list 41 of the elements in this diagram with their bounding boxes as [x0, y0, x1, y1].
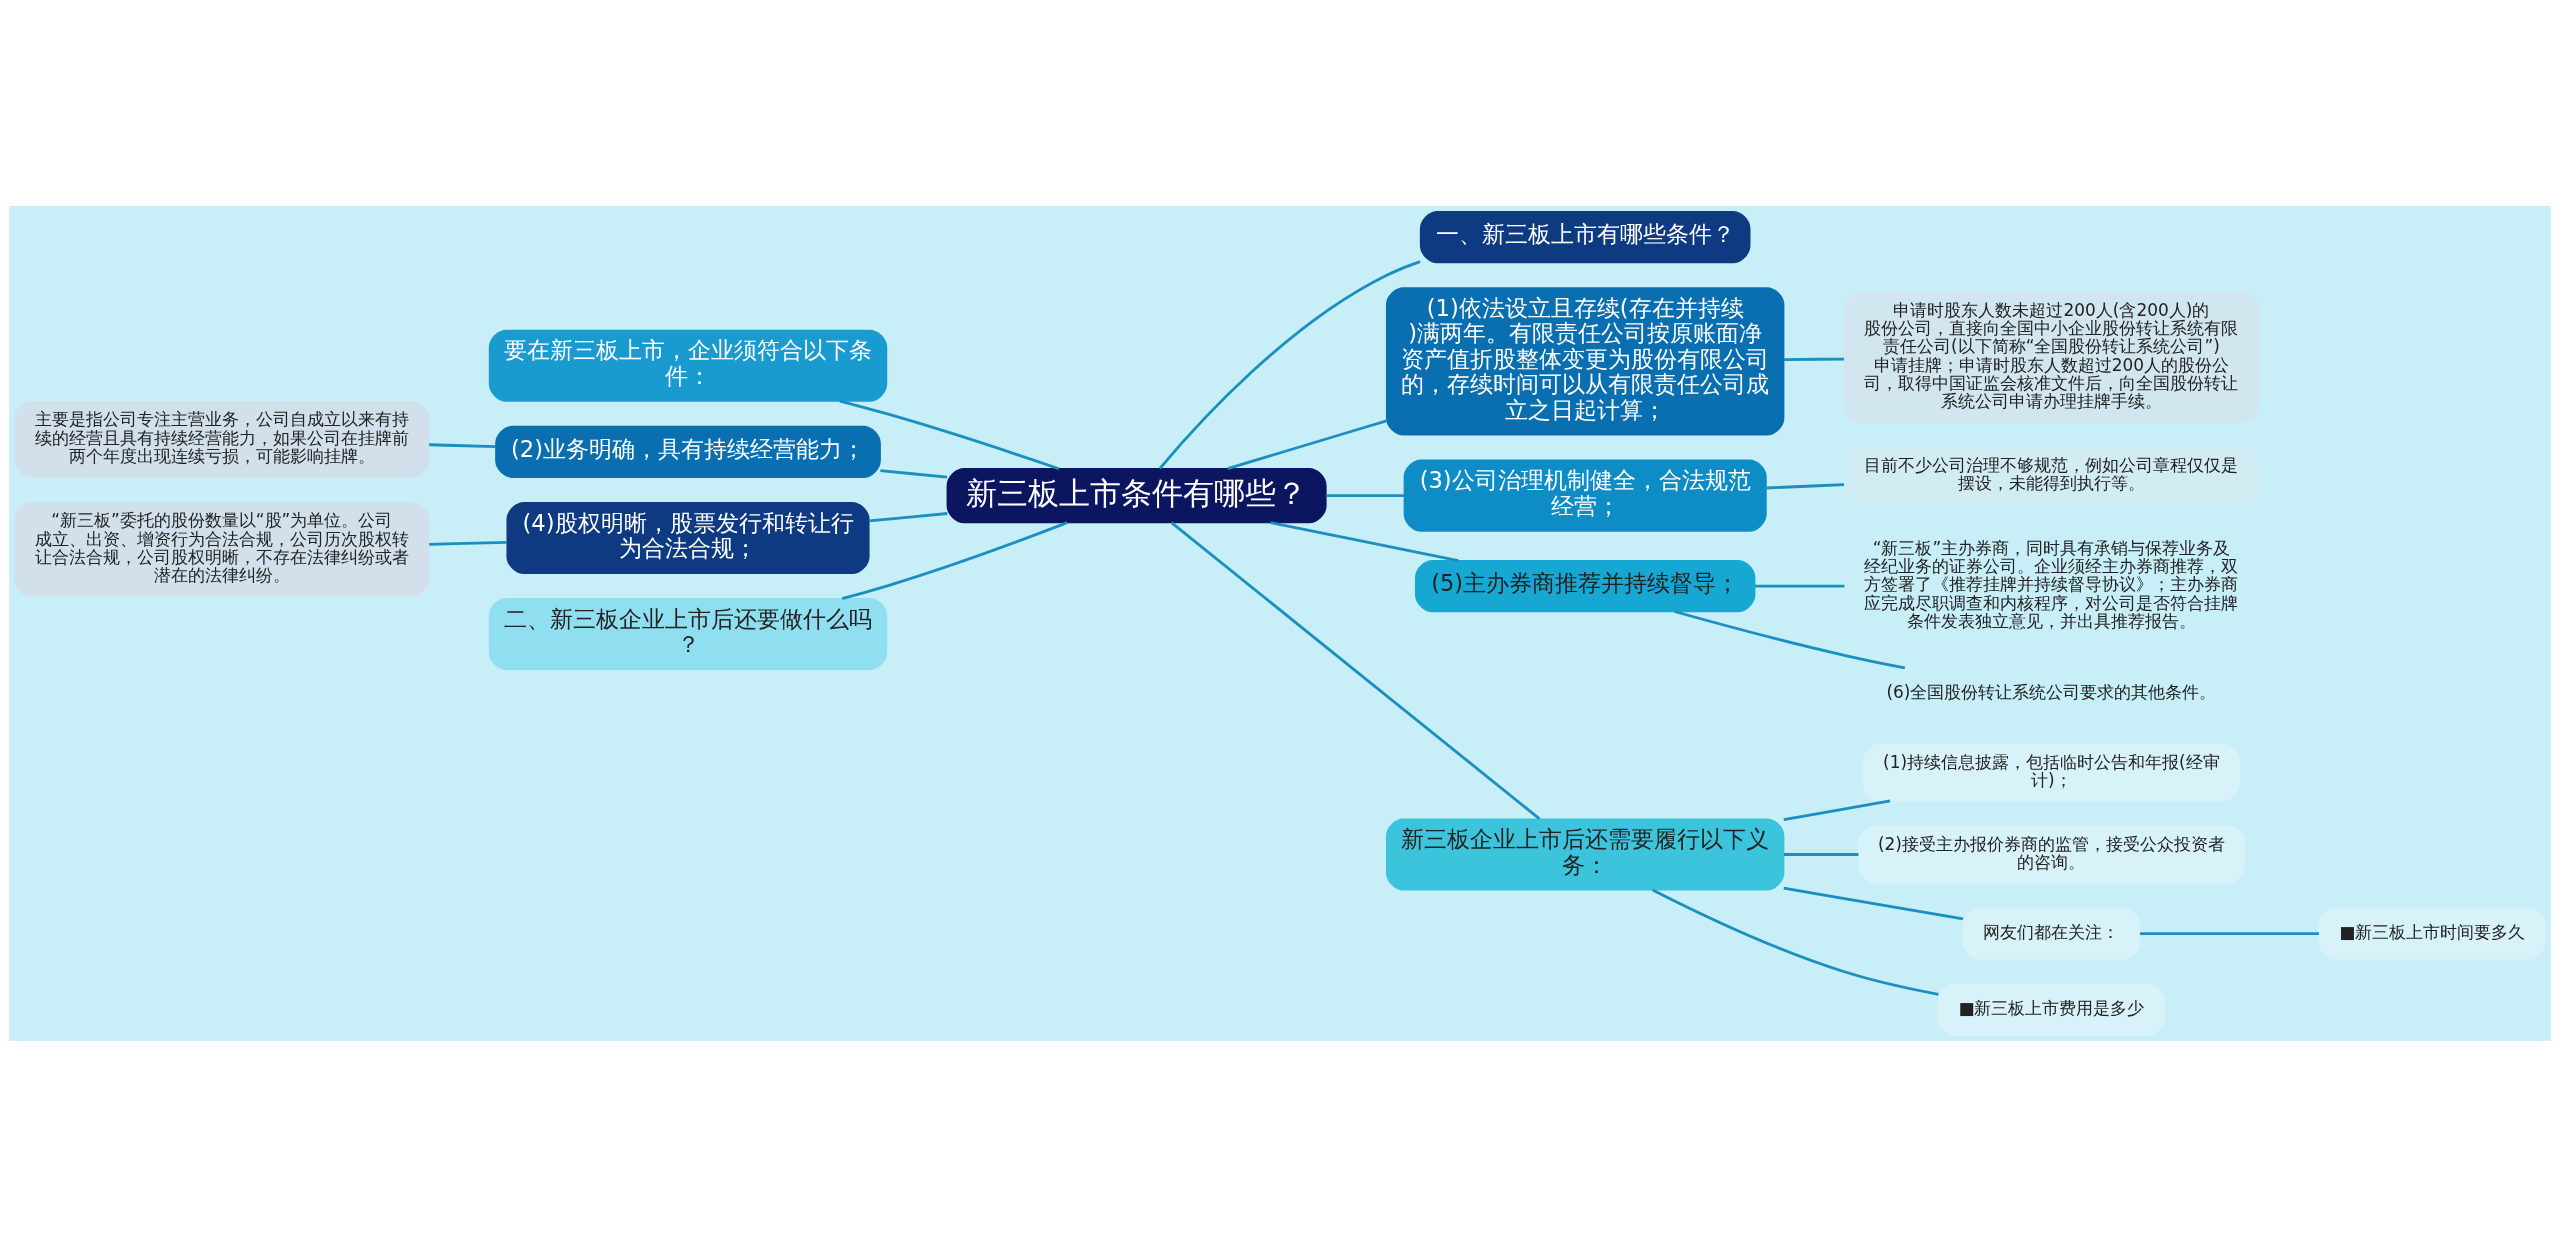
- node-box: 申请时股东人数未超过200人(含200人)的股份公司，直接向全国中小企业股份转让系统有限责任公司(以下简称“全国股份转让系统公司”)申请挂牌；申请时股东人数超过200人的股份公司，取得中国证监会核准文件后，向全国股份转让系统公司申请办理挂牌手续。: [1843, 291, 2260, 423]
- connector: [880, 469, 948, 479]
- node-box: (2)业务明确，具有持续经营能力；: [495, 425, 881, 478]
- node-box: 目前不少公司治理不够规范，例如公司章程仅仅是摆设，未能得到执行等。: [1843, 446, 2260, 505]
- connector: [1783, 853, 1859, 856]
- node-box: (3)公司治理机制健全，合法规范经营；: [1403, 459, 1767, 532]
- connector: [429, 443, 496, 448]
- node-box: “新三板”委托的股份数量以“股”为单位。公司成立、出资、增资行为合法合规，公司历次股权转让合法合规，公司股权明晰，不存在法律纠纷或者潜在的法律纠纷。: [14, 502, 430, 597]
- node-box: (5)主办券商推荐并持续督导；: [1414, 559, 1756, 613]
- node-text: (6)全国股份转让系统公司要求的其他条件。: [1886, 681, 2217, 702]
- node-box: (1)持续信息披露，包括临时公告和年报(经审计)；: [1862, 743, 2241, 802]
- connector: [1783, 357, 1845, 362]
- node-box: 要在新三板上市，企业须符合以下条件：: [488, 329, 888, 402]
- node-box: 网友们都在关注：: [1962, 907, 2141, 960]
- node-box: (1)依法设立且存续(存在并持续)满两年。有限责任公司按原账面净资产值折股整体变更为股份有限公司的，存续时间可以从有限责任公司成立之日起计算；: [1385, 287, 1785, 436]
- connector: [1270, 521, 1459, 562]
- connector: [1783, 886, 1964, 921]
- connector: [869, 512, 948, 523]
- connector: [1326, 494, 1405, 498]
- node-box: ■新三板上市费用是多少: [1937, 983, 2166, 1037]
- connector: [1227, 419, 1387, 470]
- connector: [1170, 521, 1541, 820]
- connector: [1766, 483, 1845, 490]
- connector: [1652, 888, 1939, 996]
- node-box: (2)接受主办报价券商的监管，接受公众投资者的咨询。: [1857, 825, 2245, 884]
- connector: [1783, 799, 1891, 822]
- node-box: ■新三板上市时间要多久: [2318, 907, 2546, 960]
- node-text: “新三板”主办券商，同时具有承销与保荐业务及经纪业务的证券公司。企业须经主办券商推荐，双方签署了《推荐挂牌并持续督导协议》；主办券商应完成尽职调查和内核程序，对公司是否符合挂牌条件发表独立意见，并出具推荐报告。: [1864, 537, 2239, 632]
- connector: [1674, 610, 1906, 670]
- connector: [841, 521, 1068, 600]
- node-box: 新三板上市条件有哪些？: [946, 468, 1327, 524]
- node-box: 新三板企业上市后还需要履行以下义务：: [1385, 818, 1785, 891]
- connector: [2140, 932, 2319, 936]
- connector: [1755, 584, 1845, 588]
- node-box: (4)股权明晰，股票发行和转让行为合法合规；: [506, 502, 870, 575]
- node-box: 主要是指公司专注主营业务，公司自成立以来有持续的经营且具有持续经营能力，如果公司在挂牌前两个年度出现连续亏损，可能影响挂牌。: [14, 400, 430, 478]
- connector: [1158, 260, 1421, 470]
- connector: [429, 541, 508, 546]
- connector: [839, 399, 1060, 471]
- node-box: 一、新三板上市有哪些条件？: [1419, 210, 1751, 264]
- node-box: 二、新三板企业上市后还要做什么吗？: [488, 598, 888, 671]
